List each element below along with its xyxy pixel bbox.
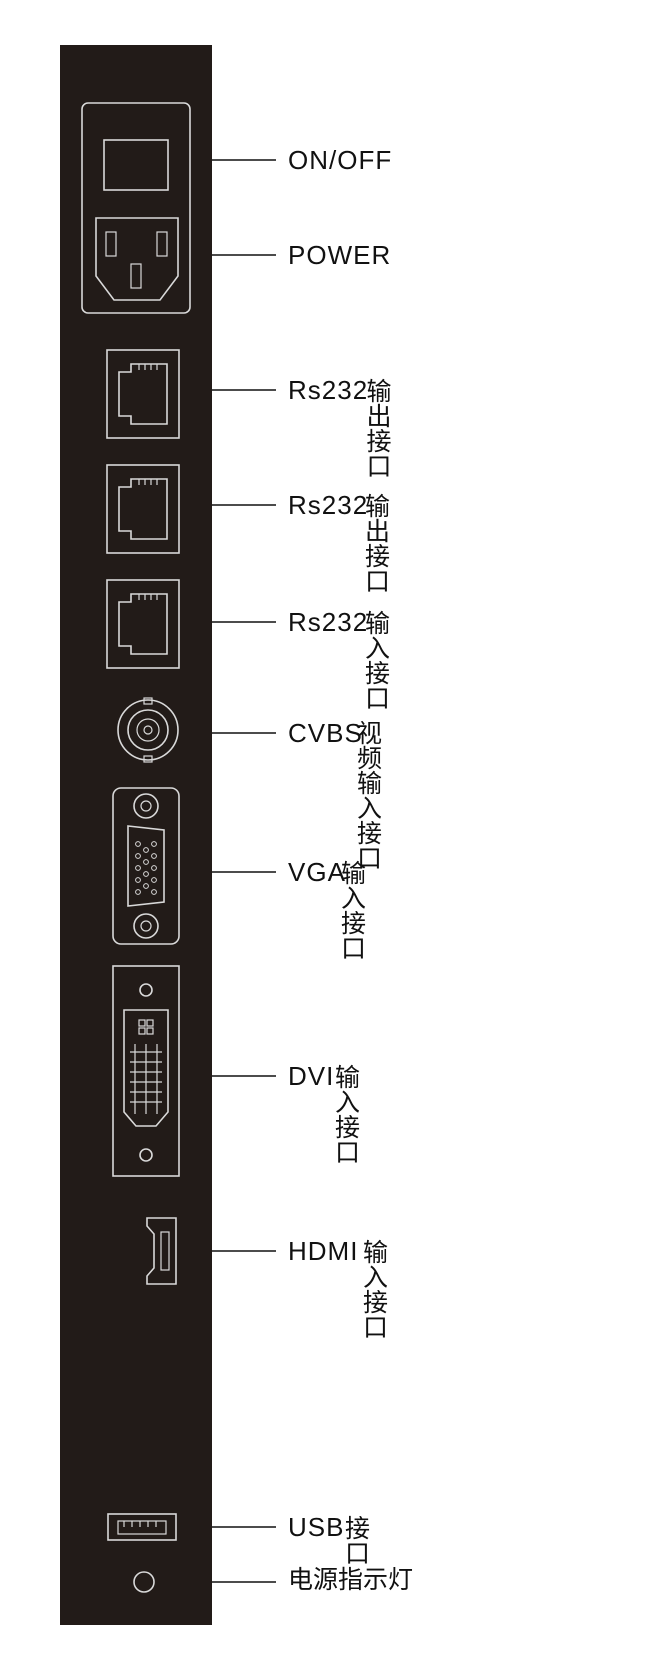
label-on-off: ON/OFF (288, 145, 392, 175)
usb-port (107, 1513, 177, 1541)
label-cvbs: CVBS 视频输入接口 (288, 718, 383, 870)
rs232-input-port (106, 579, 180, 669)
svg-text:USB: USB (288, 1512, 344, 1542)
label-vga: VGA 输入接口 (288, 857, 367, 960)
label-power-indicator: 电源指示灯 (288, 1565, 413, 1594)
dvi-port (112, 965, 180, 1177)
svg-text:VGA: VGA (288, 857, 346, 887)
svg-text:输入接口: 输入接口 (362, 610, 391, 710)
power-socket (95, 217, 179, 301)
svg-text:Rs232: Rs232 (288, 490, 368, 520)
label-rs232-output-1: Rs232 输出接口 (288, 375, 392, 478)
label-dvi: DVI 输入接口 (288, 1061, 361, 1164)
svg-text:输出接口: 输出接口 (362, 493, 391, 593)
leader-lines (212, 159, 276, 1583)
svg-text:Rs232: Rs232 (288, 375, 368, 405)
power-indicator-led (133, 1571, 155, 1593)
svg-text:输出接口: 输出接口 (363, 378, 392, 478)
hdmi-port (146, 1217, 177, 1285)
rs232-output-port-1 (106, 349, 180, 439)
vga-port (112, 787, 180, 945)
label-rs232-output-2: Rs232 输出接口 (288, 490, 391, 593)
rear-panel (60, 45, 212, 1625)
svg-text:接口: 接口 (342, 1515, 371, 1565)
svg-text:DVI: DVI (288, 1061, 334, 1091)
svg-text:输入接口: 输入接口 (332, 1064, 361, 1164)
svg-text:视频输入接口: 视频输入接口 (354, 720, 383, 870)
svg-text:POWER: POWER (288, 240, 391, 270)
cvbs-bnc-port (117, 697, 179, 763)
label-usb: USB 接口 (288, 1512, 371, 1565)
label-rs232-input: Rs232 输入接口 (288, 607, 391, 710)
label-power: POWER (288, 240, 391, 270)
svg-text:CVBS: CVBS (288, 718, 363, 748)
on-off-switch[interactable] (103, 139, 169, 191)
label-hdmi: HDMI 输入接口 (288, 1236, 389, 1339)
svg-text:HDMI: HDMI (288, 1236, 358, 1266)
svg-text:电源指示灯: 电源指示灯 (288, 1565, 413, 1594)
power-module (81, 102, 191, 314)
svg-text:输入接口: 输入接口 (338, 860, 367, 960)
svg-text:ON/OFF: ON/OFF (288, 145, 392, 175)
svg-text:输入接口: 输入接口 (360, 1239, 389, 1339)
rs232-output-port-2 (106, 464, 180, 554)
svg-text:Rs232: Rs232 (288, 607, 368, 637)
